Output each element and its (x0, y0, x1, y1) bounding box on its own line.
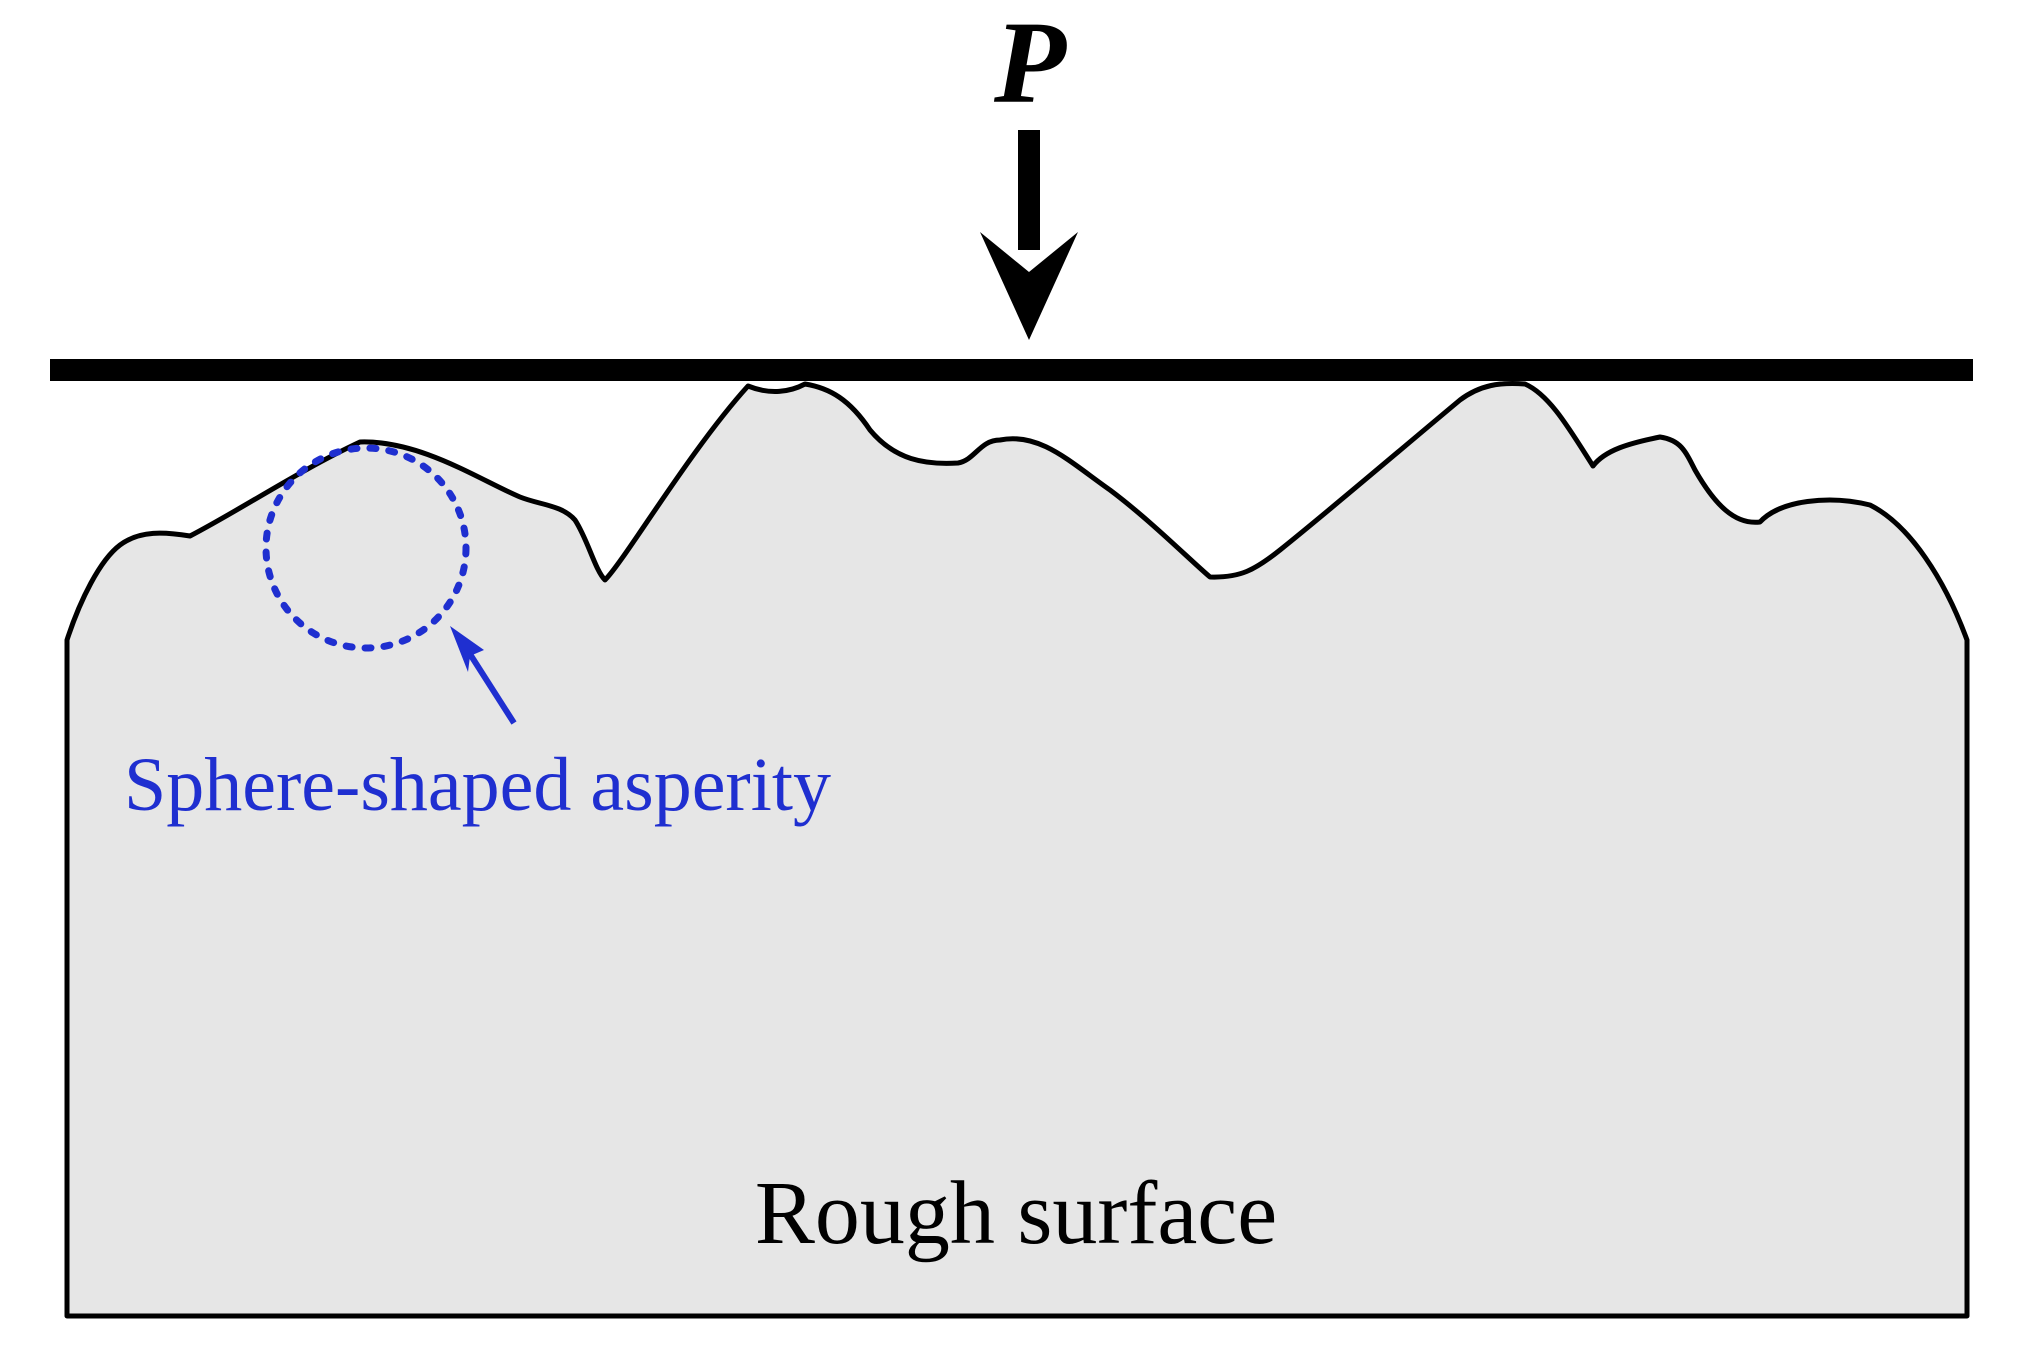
force-label: P (993, 0, 1067, 128)
asperity-label: Sphere-shaped asperity (124, 743, 831, 827)
surface-label: Rough surface (755, 1164, 1277, 1263)
rough-surface-body (64, 380, 1970, 1319)
asperity-circle (262, 444, 470, 652)
asperity-pointer-head (450, 626, 484, 672)
load-arrow-head (980, 232, 1078, 340)
